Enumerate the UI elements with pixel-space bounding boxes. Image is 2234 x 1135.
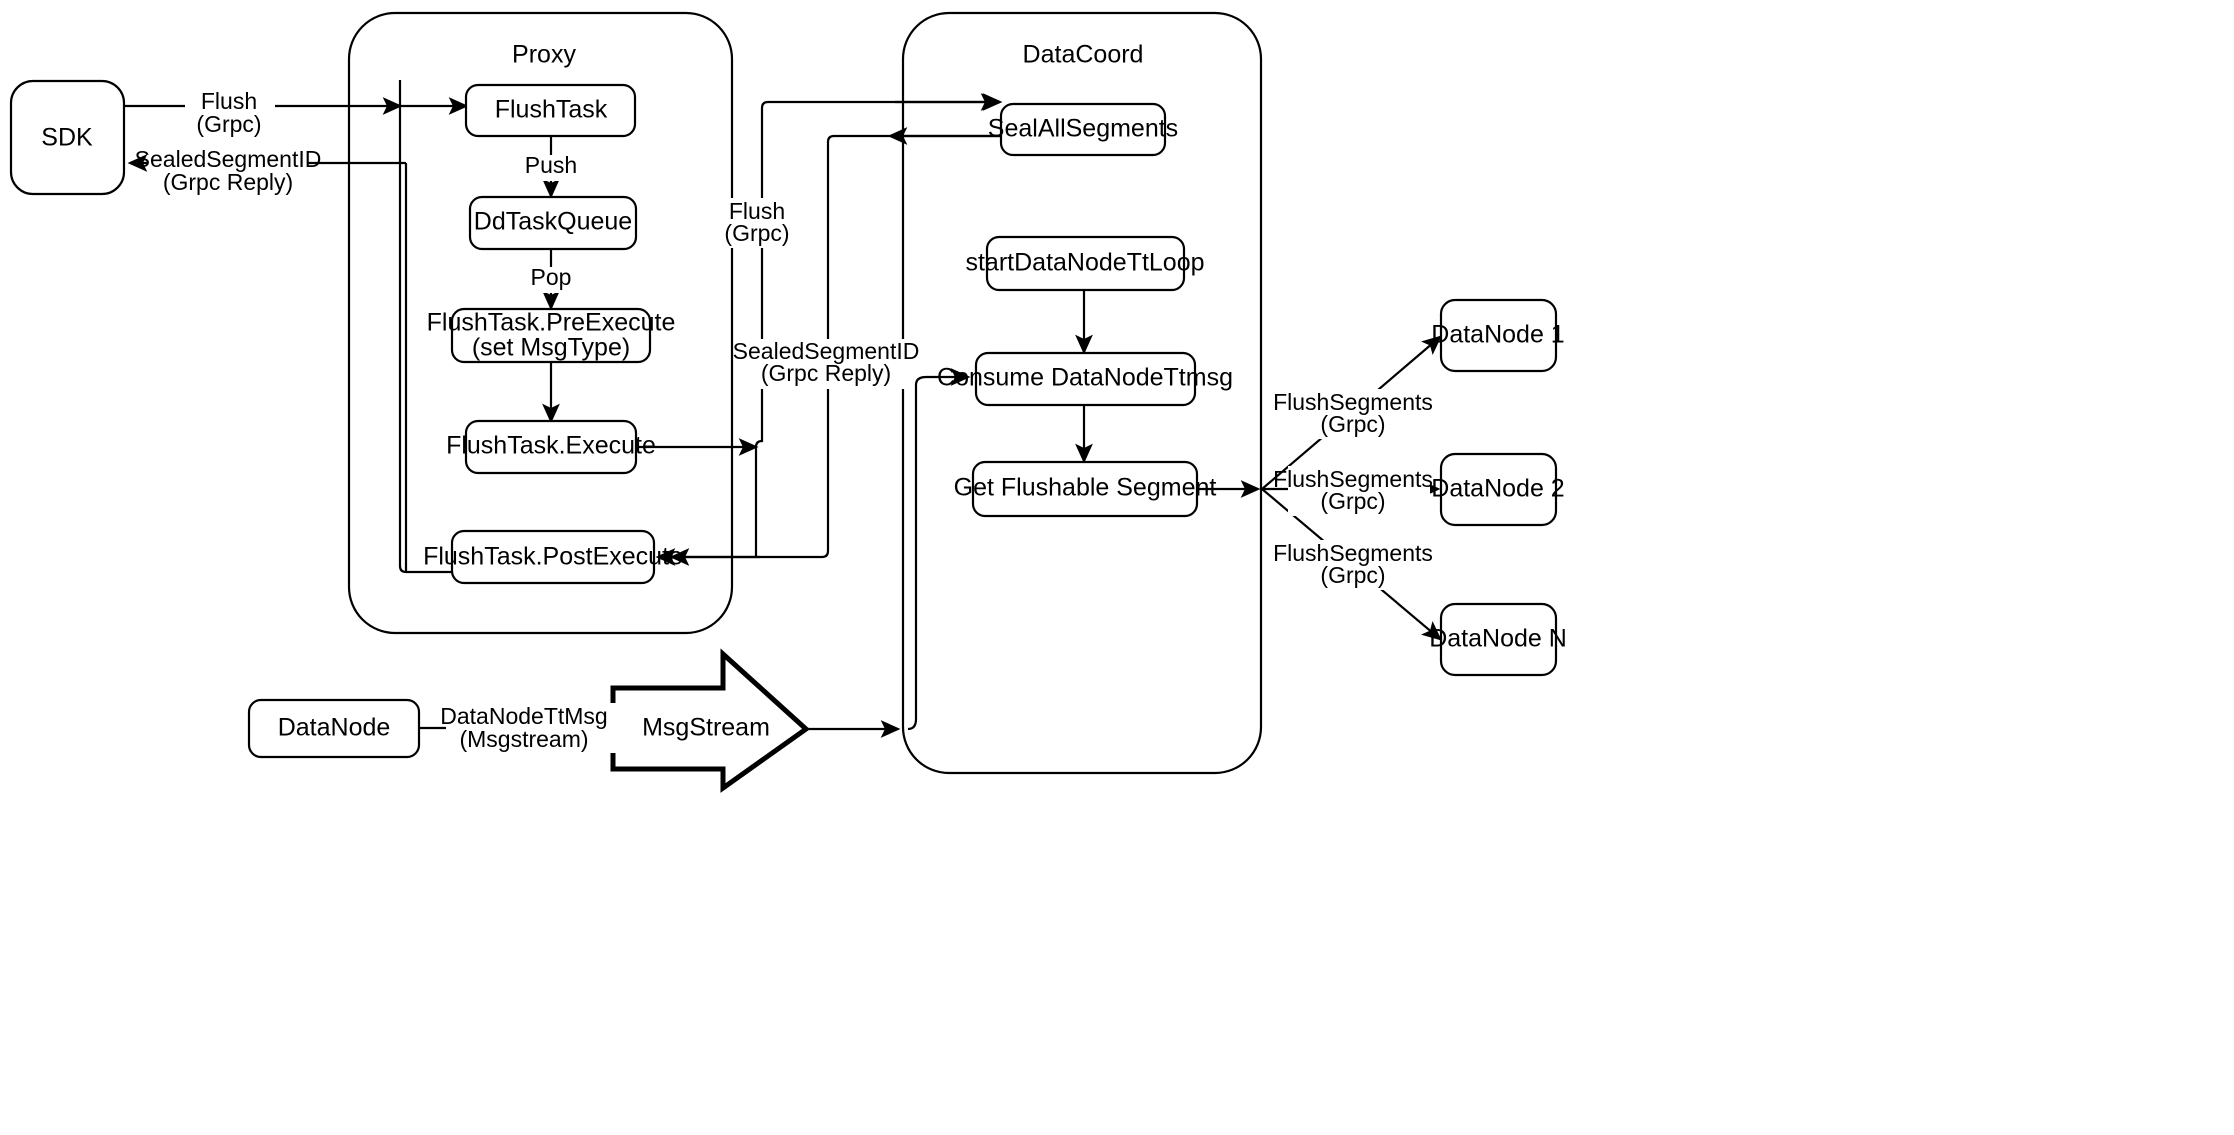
node-start-datanode-tt-loop[interactable]: startDataNodeTtLoop: [965, 235, 1205, 292]
node-datanode-bottom[interactable]: DataNode: [247, 698, 421, 759]
datanode-bottom-box[interactable]: [247, 698, 421, 759]
node-datanode-n[interactable]: DataNode N: [1429, 602, 1567, 677]
flush-segments-n-line2: (Grpc): [1320, 562, 1385, 588]
label-flush-grpc-mid: Flush (Grpc): [712, 198, 802, 248]
label-flush-grpc-sdk: Flush (Grpc): [185, 88, 275, 138]
msgstream-label: MsgStream: [642, 714, 770, 742]
datanode-n-box[interactable]: [1439, 602, 1558, 677]
edge-flush-grpc-to-datacoord: [754, 93, 1001, 448]
node-datanode-2[interactable]: DataNode 2: [1431, 452, 1565, 527]
label-bg-sealedsegmentid-sdk: [148, 147, 308, 197]
flush-task-execute-box[interactable]: [464, 419, 638, 475]
label-bg-datanode-ttmsg: [446, 703, 618, 753]
node-flush-task-execute[interactable]: FlushTask.Execute: [446, 419, 656, 475]
consume-datanode-ttmsg-box[interactable]: [974, 351, 1197, 407]
label-push: Push: [519, 152, 583, 181]
label-bg-sealedsegmentid-mid: [744, 339, 908, 389]
flush-grpc-mid-line1: Flush: [729, 198, 785, 224]
node-flush-task[interactable]: FlushTask: [464, 83, 637, 138]
label-flush-segments-n: FlushSegments (Grpc): [1273, 540, 1433, 590]
dd-task-queue-label: DdTaskQueue: [474, 208, 632, 236]
msgstream-block-arrow[interactable]: [610, 648, 810, 793]
consume-datanode-ttmsg-label: Consume DataNodeTtmsg: [937, 364, 1233, 392]
node-get-flushable-segment[interactable]: Get Flushable Segment: [954, 460, 1217, 518]
edge-datacoord-edge-to-consume: [907, 368, 971, 731]
datanode-2-box[interactable]: [1439, 452, 1558, 527]
flush-segments-n-line1: FlushSegments: [1273, 540, 1433, 566]
label-datanode-ttmsg: DataNodeTtMsg (Msgstream): [440, 703, 618, 753]
label-bg-flush-segments-n: [1288, 540, 1430, 590]
sealedsegmentid-sdk-line1: SealedSegmentID: [135, 146, 322, 172]
label-bg-push: [519, 155, 583, 181]
node-flush-task-preexecute[interactable]: FlushTask.PreExecute (set MsgType): [427, 307, 676, 364]
sdk-label: SDK: [41, 124, 93, 152]
flush-task-postexecute-label: FlushTask.PostExecute: [423, 543, 683, 571]
label-bg-flush-segments-1: [1288, 389, 1430, 439]
flush-task-preexecute-label-line2: (set MsgType): [472, 334, 630, 362]
label-bg-pop: [524, 267, 578, 293]
flush-task-execute-label: FlushTask.Execute: [446, 432, 656, 460]
datanode-2-label: DataNode 2: [1431, 475, 1564, 503]
node-sdk[interactable]: SDK: [9, 79, 126, 196]
datanode-ttmsg-line1: DataNodeTtMsg: [440, 703, 607, 729]
node-datanode-1[interactable]: DataNode 1: [1431, 298, 1565, 373]
label-bg-flush-grpc-sdk: [185, 88, 275, 138]
seal-all-segments-label: SealAllSegments: [988, 115, 1178, 143]
flush-task-preexecute-label-line1: FlushTask.PreExecute: [427, 309, 676, 337]
flush-segments-2-line2: (Grpc): [1320, 488, 1385, 514]
sealedsegmentid-sdk-line2: (Grpc Reply): [163, 169, 293, 195]
flush-task-postexecute-box[interactable]: [450, 529, 656, 585]
node-seal-all-segments[interactable]: SealAllSegments: [988, 102, 1178, 157]
label-bg-flush-grpc-mid: [712, 198, 802, 248]
label-flush-segments-2: FlushSegments (Grpc): [1273, 466, 1433, 516]
flush-grpc-sdk-line1: Flush: [201, 88, 257, 114]
flush-grpc-mid-line2: (Grpc): [724, 220, 789, 246]
seal-all-segments-box[interactable]: [999, 102, 1167, 157]
label-flush-segments-1: FlushSegments (Grpc): [1273, 389, 1433, 439]
get-flushable-segment-label: Get Flushable Segment: [954, 474, 1217, 502]
sealedsegmentid-mid-line1: SealedSegmentID: [733, 338, 920, 364]
sdk-box[interactable]: [9, 79, 126, 196]
flush-task-label: FlushTask: [495, 96, 608, 124]
flush-grpc-sdk-line2: (Grpc): [196, 111, 261, 137]
proxy-container-title: Proxy: [512, 41, 576, 69]
datanode-1-box[interactable]: [1439, 298, 1558, 373]
datanode-ttmsg-line2: (Msgstream): [459, 726, 588, 752]
pop-label: Pop: [531, 264, 572, 290]
flush-segments-1-line1: FlushSegments: [1273, 389, 1433, 415]
label-sealedsegmentid-mid: SealedSegmentID (Grpc Reply): [733, 338, 920, 389]
flush-task-preexecute-box[interactable]: [450, 307, 652, 364]
datanode-1-label: DataNode 1: [1431, 321, 1564, 349]
flush-segments-1-line2: (Grpc): [1320, 411, 1385, 437]
container-datacoord: DataCoord: [901, 11, 1263, 775]
datanode-n-label: DataNode N: [1429, 625, 1567, 653]
datanode-bottom-label: DataNode: [278, 714, 391, 742]
push-label: Push: [525, 152, 577, 178]
datacoord-container-border: [901, 11, 1263, 775]
proxy-container-border: [347, 11, 734, 635]
dd-task-queue-box[interactable]: [468, 195, 638, 251]
flush-task-box[interactable]: [464, 83, 637, 138]
node-flush-task-postexecute[interactable]: FlushTask.PostExecute: [423, 529, 683, 585]
label-sealedsegmentid-sdk: SealedSegmentID (Grpc Reply): [135, 146, 322, 197]
get-flushable-segment-box[interactable]: [971, 460, 1199, 518]
label-pop: Pop: [524, 264, 578, 293]
sealedsegmentid-mid-line2: (Grpc Reply): [761, 360, 891, 386]
datacoord-container-title: DataCoord: [1023, 41, 1144, 69]
label-bg-flush-segments-2: [1288, 466, 1430, 516]
start-datanode-tt-loop-box[interactable]: [985, 235, 1186, 292]
node-consume-datanode-ttmsg[interactable]: Consume DataNodeTtmsg: [937, 351, 1233, 407]
node-dd-task-queue[interactable]: DdTaskQueue: [468, 195, 638, 251]
start-datanode-tt-loop-label: startDataNodeTtLoop: [965, 249, 1204, 277]
container-proxy: Proxy: [347, 11, 734, 635]
node-msgstream[interactable]: MsgStream: [610, 648, 810, 793]
flush-segments-2-line1: FlushSegments: [1273, 466, 1433, 492]
